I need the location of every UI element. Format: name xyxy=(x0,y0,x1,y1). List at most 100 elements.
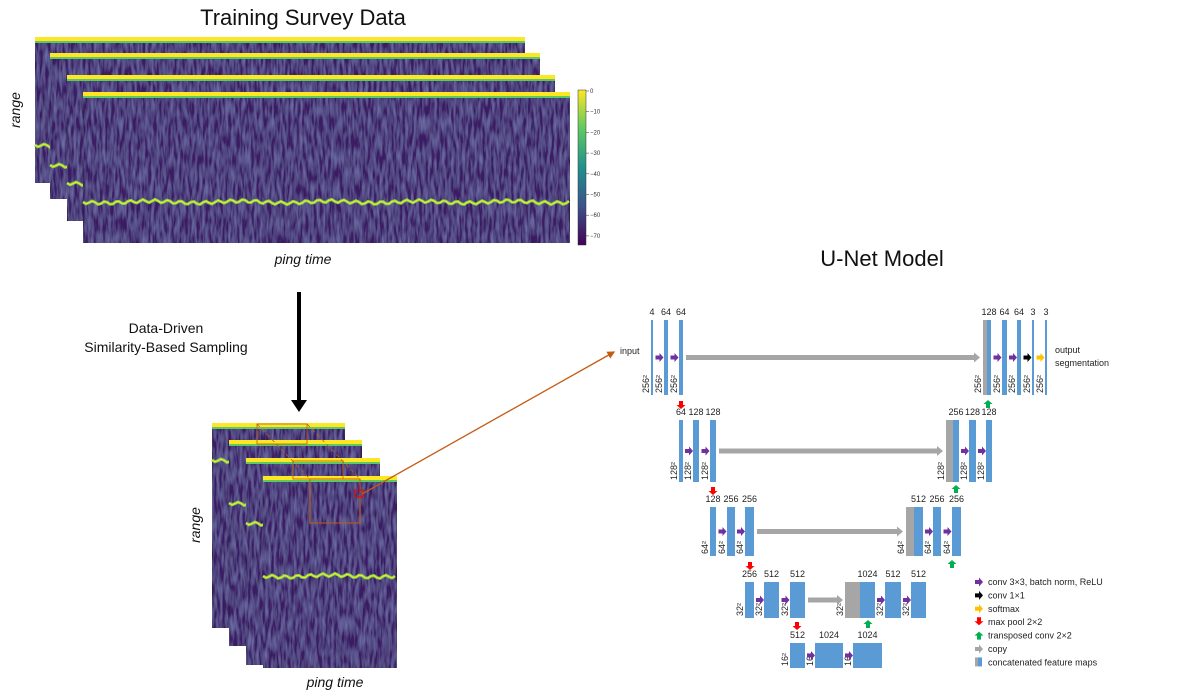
conv-arrow xyxy=(781,595,790,605)
legend-item: max pool 2×2 xyxy=(988,617,1042,627)
size-label: 64² xyxy=(942,541,952,554)
surface-band xyxy=(212,423,345,427)
colorbar-tick-label: −30 xyxy=(590,151,601,157)
feature-map-left: 128 64² xyxy=(700,494,721,556)
surface-band xyxy=(50,53,540,57)
feature-map-block xyxy=(860,582,875,618)
patch-to-input-arrow xyxy=(361,351,616,495)
conv-arrow xyxy=(978,446,986,456)
output-label: output xyxy=(1055,345,1081,355)
copied-feature-map xyxy=(906,507,914,556)
colorbar-tick-label: −10 xyxy=(590,110,601,116)
conv-arrow xyxy=(961,446,969,456)
black-arrow-icon xyxy=(975,590,983,600)
colorbar xyxy=(577,89,587,246)
feature-map-block xyxy=(745,582,754,618)
feature-map-block xyxy=(651,320,653,395)
green-up-arrow-icon xyxy=(974,631,984,640)
legend-item: concatenated feature maps xyxy=(975,657,1098,667)
sampling-line-2: Similarity-Based Sampling xyxy=(84,339,247,355)
echogram-background xyxy=(82,91,571,244)
channel-label: 256 xyxy=(742,494,757,504)
surface-band-edge xyxy=(50,57,540,59)
copied-feature-map xyxy=(946,420,953,482)
legend-item: copy xyxy=(988,644,1008,654)
maxpool-arrow xyxy=(792,622,802,630)
channel-label: 128 xyxy=(705,407,720,417)
size-label: 32² xyxy=(835,603,845,616)
red-down-arrow-icon xyxy=(974,617,984,626)
legend-item: conv 1×1 xyxy=(988,590,1025,600)
colorbar-tick-label: −40 xyxy=(590,172,601,178)
channel-label: 64 xyxy=(676,307,686,317)
size-label: 32² xyxy=(735,603,745,616)
legend-item: softmax xyxy=(988,604,1020,614)
colorbar-tick-label: −20 xyxy=(590,130,601,136)
feature-map-right: 256 64² xyxy=(942,494,964,556)
surface-band xyxy=(263,476,397,480)
channel-label: 1024 xyxy=(857,569,877,579)
surface-band xyxy=(246,458,380,462)
echogram-background xyxy=(262,475,398,669)
feature-map-block xyxy=(1002,320,1007,395)
conv-arrow xyxy=(845,651,853,660)
surface-band-edge xyxy=(212,427,345,429)
legend-label: softmax xyxy=(988,604,1020,614)
size-label: 128² xyxy=(669,462,679,480)
conv-arrow xyxy=(670,353,679,362)
sampling-arrow-head xyxy=(291,400,307,412)
copy-arrow-head xyxy=(937,446,943,456)
size-label: 128² xyxy=(683,462,693,480)
channel-label: 3 xyxy=(1030,307,1035,317)
surface-band-edge xyxy=(246,462,380,464)
legend-label: max pool 2×2 xyxy=(988,617,1042,627)
crop-box-mid xyxy=(292,460,344,480)
feature-map-block xyxy=(815,643,843,668)
size-label: 256² xyxy=(992,375,1002,393)
legend-label: transposed conv 2×2 xyxy=(988,631,1072,641)
copy-arrow xyxy=(719,448,937,454)
size-label: 64² xyxy=(700,541,710,554)
size-label: 16² xyxy=(780,653,790,666)
colorbar-tick-label: 0 xyxy=(590,89,594,95)
size-label: 16² xyxy=(843,653,853,666)
channel-label: 512 xyxy=(911,569,926,579)
feature-map-block xyxy=(885,582,901,618)
feature-map-block xyxy=(1045,320,1047,395)
channel-label: 256 xyxy=(723,494,738,504)
conv-arrow xyxy=(685,446,693,456)
surface-band-edge xyxy=(263,480,397,482)
surface-band xyxy=(229,440,362,444)
copy-arrow xyxy=(808,597,837,603)
conv-arrow xyxy=(807,651,815,660)
legend-label: conv 1×1 xyxy=(988,590,1025,600)
channel-label: 512 xyxy=(764,569,779,579)
purple-arrow-icon xyxy=(975,577,983,587)
feature-map-block xyxy=(952,507,961,556)
feature-map-right: 1024 32² xyxy=(835,569,878,618)
feature-map-block xyxy=(953,420,959,482)
gray-arrow-icon xyxy=(975,644,983,654)
channel-label: 4 xyxy=(649,307,654,317)
copy-arrow-head xyxy=(837,595,843,605)
feature-map-block xyxy=(933,507,941,556)
channel-label: 256 xyxy=(949,494,964,504)
copy-arrow xyxy=(686,355,974,360)
upconv-arrow xyxy=(951,485,961,493)
conv-arrow xyxy=(718,527,727,536)
conv-arrow xyxy=(943,527,952,536)
size-label: 256² xyxy=(973,375,983,393)
channel-label: 128 xyxy=(705,494,720,504)
conv-arrow xyxy=(1009,353,1017,362)
conv-arrow xyxy=(993,353,1002,362)
